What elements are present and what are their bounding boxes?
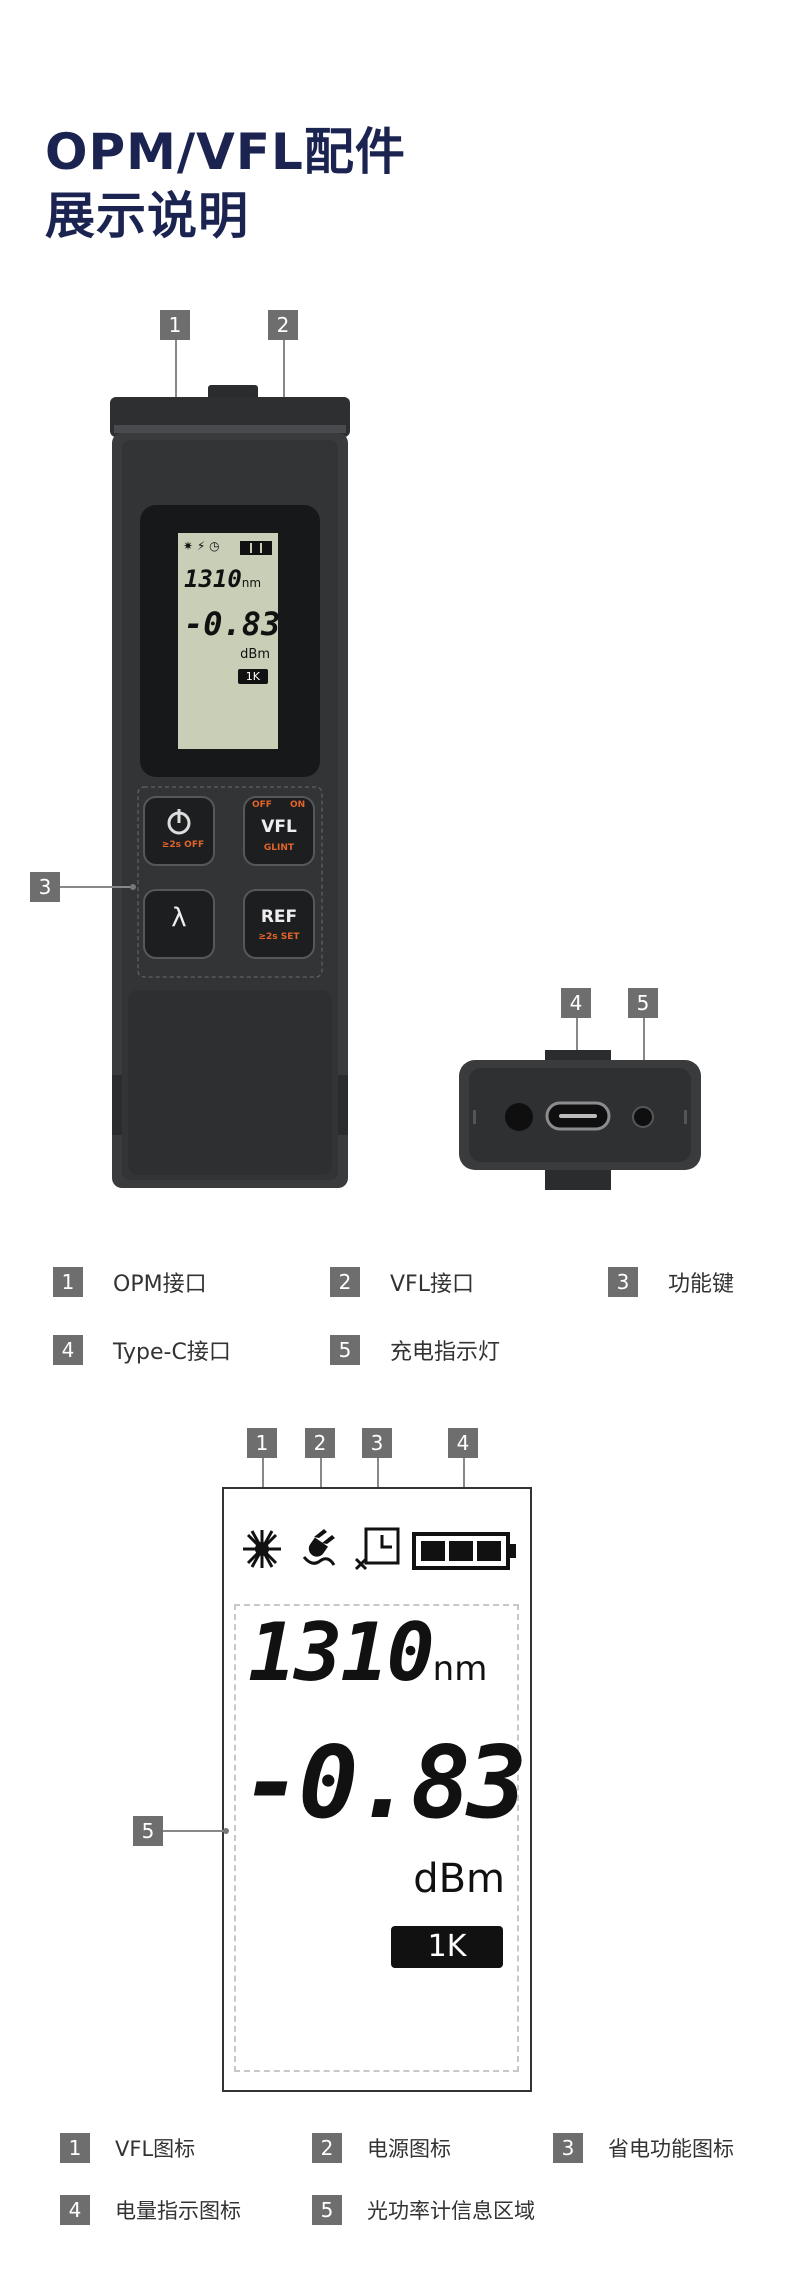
device-bottom	[459, 1050, 701, 1190]
title-line-2: 展示说明	[45, 187, 249, 245]
legend-number: 1	[60, 2133, 90, 2163]
leader-line	[283, 340, 285, 410]
lcd-wavelength: 1310nm	[248, 1606, 487, 1699]
small-wavelength: 1310nm	[184, 565, 262, 593]
legend-number: 2	[312, 2133, 342, 2163]
callout-1: 1	[160, 310, 190, 340]
legend-label: 电源图标	[367, 2137, 451, 2161]
power-plug-icon	[302, 1529, 336, 1566]
callout-2: 2	[268, 310, 298, 340]
legend-item: 5 充电指示灯	[330, 1335, 500, 1365]
power-meter-info-area: 1310nm -0.83 dBm 1K	[234, 1604, 527, 2072]
legend-item: 1 VFL图标	[60, 2133, 195, 2163]
title-line-1: OPM/VFL配件	[45, 123, 406, 181]
legend-label: 电量指示图标	[115, 2199, 241, 2223]
small-power: -0.83	[184, 605, 281, 643]
small-lcd-content: ✷ ⚡ ◷ 1310nm -0.83 dBm 1K	[178, 535, 281, 751]
power-save-timer-icon	[354, 1527, 400, 1571]
battery-icon	[412, 1532, 516, 1570]
lcd-callout-4: 4	[448, 1428, 478, 1458]
legend-label: 功能键	[668, 1272, 735, 1297]
legend-label: 光功率计信息区域	[367, 2199, 535, 2223]
callout-5: 5	[628, 988, 658, 1018]
legend-label: 充电指示灯	[390, 1340, 501, 1365]
leader-line	[643, 1018, 645, 1088]
lcd-callout-2: 2	[305, 1428, 335, 1458]
leader-line	[163, 1830, 225, 1832]
legend-item: 2 电源图标	[312, 2133, 451, 2163]
legend-item: 4 Type-C接口	[53, 1335, 231, 1365]
lambda-button-label[interactable]: λ	[171, 903, 187, 933]
wavelength-value: 1310	[248, 1606, 435, 1699]
power-button-sublabel: ≥2s OFF	[161, 840, 205, 850]
charge-indicator	[632, 1106, 654, 1128]
small-battery-icon	[240, 541, 272, 555]
vfl-off-label: OFF	[252, 800, 272, 810]
leader-dot	[130, 884, 136, 890]
legend-number: 3	[553, 2133, 583, 2163]
lcd-callout-5: 5	[133, 1816, 163, 1846]
vfl-button-sublabel: GLINT	[263, 843, 295, 853]
legend-label: OPM接口	[113, 1272, 207, 1297]
small-freq-badge: 1K	[237, 669, 268, 684]
legend-number: 3	[608, 1267, 638, 1297]
ref-button-sublabel: ≥2s SET	[258, 932, 300, 942]
vfl-on-label: ON	[290, 800, 306, 810]
power-button	[143, 796, 215, 866]
lcd-callout-3: 3	[362, 1428, 392, 1458]
legend-item: 2 VFL接口	[330, 1267, 474, 1297]
legend-item: 3 功能键	[608, 1267, 734, 1297]
lcd-power-value: -0.83	[242, 1724, 527, 1841]
page-title: OPM/VFL配件 展示说明	[45, 120, 406, 248]
legend-label: 省电功能图标	[608, 2137, 734, 2161]
legend-item: 3 省电功能图标	[553, 2133, 734, 2163]
vfl-button	[243, 796, 315, 866]
vfl-icon	[243, 1530, 281, 1568]
legend-number: 1	[53, 1267, 83, 1297]
wavelength-unit: nm	[432, 1649, 488, 1689]
small-lcd-icons: ✷ ⚡ ◷	[183, 539, 220, 553]
lcd-screen	[178, 533, 278, 749]
ref-button-label[interactable]: REF	[260, 907, 298, 927]
legend-number: 2	[330, 1267, 360, 1297]
vfl-button-label[interactable]: VFL	[261, 817, 297, 837]
legend-number: 5	[330, 1335, 360, 1365]
legend-number: 4	[60, 2195, 90, 2225]
callout-4: 4	[561, 988, 591, 1018]
device-front	[110, 385, 350, 1188]
legend-number: 5	[312, 2195, 342, 2225]
lcd-callout-1: 1	[247, 1428, 277, 1458]
leader-line	[175, 340, 177, 410]
legend-item: 1 OPM接口	[53, 1267, 207, 1297]
legend-item: 5 光功率计信息区域	[312, 2195, 535, 2225]
ref-button	[243, 889, 315, 959]
lcd-power-unit: dBm	[413, 1856, 505, 1902]
small-power-unit: dBm	[240, 647, 270, 662]
lambda-button	[143, 889, 215, 959]
legend-number: 4	[53, 1335, 83, 1365]
legend-label: Type-C接口	[113, 1340, 231, 1365]
legend-label: VFL接口	[390, 1272, 474, 1297]
legend-label: VFL图标	[115, 2137, 196, 2161]
leader-dot	[223, 1828, 229, 1834]
leader-line	[60, 886, 132, 888]
lcd-freq-badge: 1K	[391, 1926, 503, 1968]
lcd-frame: 1310nm -0.83 dBm 1K	[222, 1487, 532, 2092]
callout-3: 3	[30, 872, 60, 902]
legend-item: 4 电量指示图标	[60, 2195, 241, 2225]
